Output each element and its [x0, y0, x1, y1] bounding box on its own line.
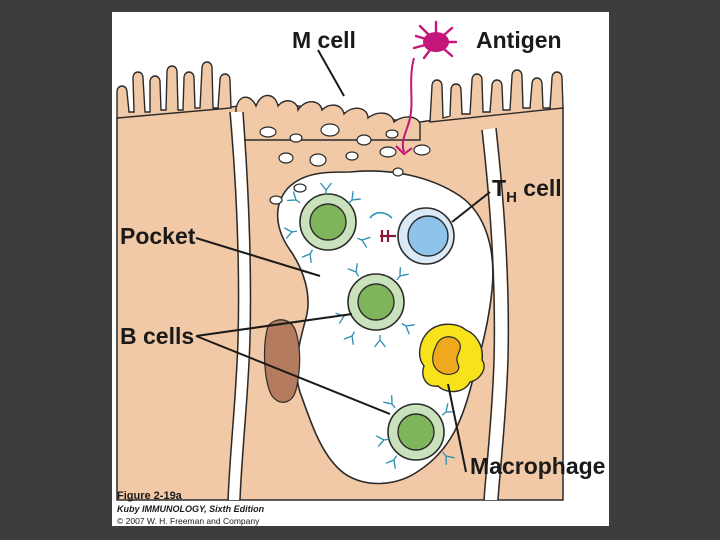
- label-m-cell: M cell: [292, 27, 356, 53]
- microvilli-left: [116, 61, 232, 119]
- b-cell-3: [375, 394, 456, 470]
- label-th-main: T: [492, 175, 506, 201]
- label-th-cell: TH cell: [492, 175, 562, 206]
- m-cell-folds: [235, 94, 421, 141]
- label-th-rest: cell: [517, 175, 562, 201]
- macrophage: [418, 323, 485, 393]
- cell-gap-right: [483, 128, 508, 500]
- label-th-sub: H: [506, 189, 517, 206]
- antigen-arrowhead: [395, 145, 413, 156]
- label-antigen: Antigen: [476, 27, 562, 53]
- leader-lines: [195, 49, 491, 473]
- nucleus-dark: [263, 319, 301, 403]
- label-macrophage: Macrophage: [470, 453, 605, 479]
- cell-boundaries: [227, 111, 510, 501]
- b-cell-2: [334, 262, 416, 348]
- cell-gap-left: [229, 112, 250, 500]
- antigen-arrow: [401, 57, 415, 153]
- antigen-particle-icon: [412, 20, 458, 60]
- caption-copyright: © 2007 W. H. Freeman and Company: [117, 516, 260, 526]
- label-pocket: Pocket: [120, 223, 196, 249]
- caption-book: Kuby IMMUNOLOGY, Sixth Edition: [117, 504, 265, 514]
- b-cell-1: [283, 182, 372, 264]
- caption-figure: Figure 2-19a: [117, 490, 182, 502]
- vesicles: [259, 123, 431, 205]
- label-b-cells: B cells: [120, 323, 194, 349]
- microvilli-right: [429, 69, 564, 123]
- th-cell: [369, 207, 455, 265]
